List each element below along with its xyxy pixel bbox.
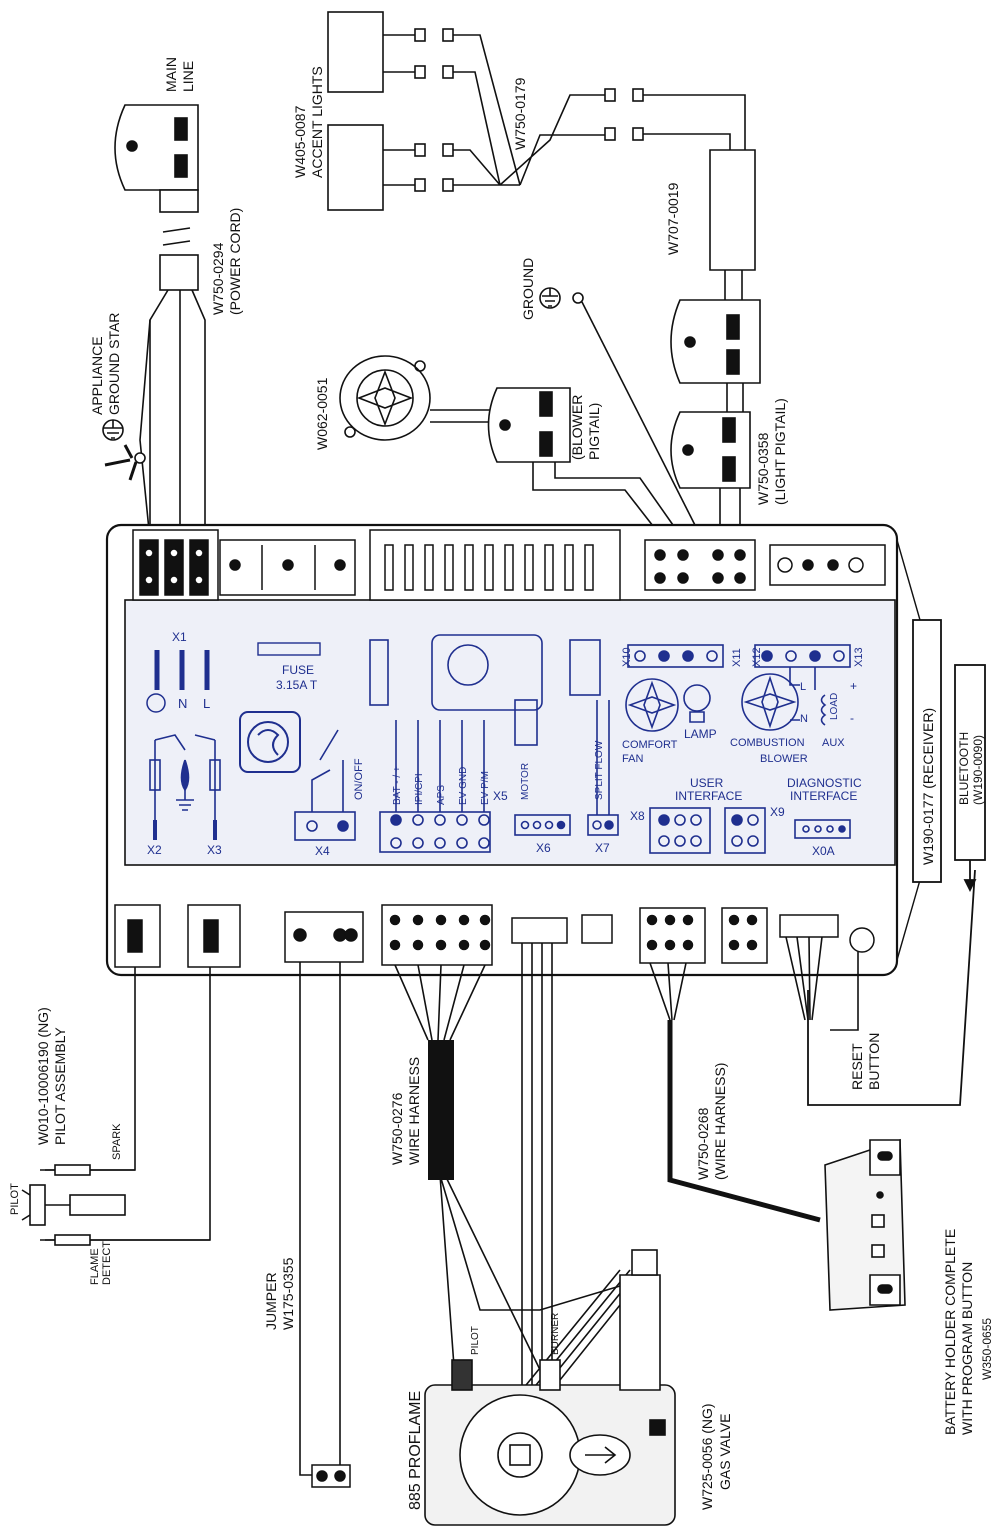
light-pigtail-label: W750-0358(LIGHT PIGTAIL) bbox=[755, 398, 788, 505]
blower-motor bbox=[339, 355, 490, 441]
minus-mark: - bbox=[850, 711, 854, 725]
valve-pilot-label: PILOT bbox=[470, 1326, 481, 1355]
x5-pin-3: APS bbox=[436, 785, 447, 805]
x13-label: X13 bbox=[853, 647, 865, 667]
plus-mark: + bbox=[850, 679, 857, 693]
split-flow-label: SPLIT FLOW bbox=[594, 740, 605, 800]
board-x4 bbox=[294, 729, 356, 841]
board-x7 bbox=[569, 639, 619, 836]
x1-label: X1 bbox=[172, 630, 187, 644]
valve-burner-label: BURNER bbox=[550, 1313, 561, 1355]
x0a-label: X0A bbox=[812, 844, 835, 858]
x1-l: L bbox=[203, 696, 210, 711]
wire-harness-1-label: W750-0276WIRE HARNESS bbox=[389, 1057, 422, 1165]
x1-n: N bbox=[178, 696, 187, 711]
light-pigtail-plug bbox=[670, 383, 751, 535]
x5-pin-5: EV P/M bbox=[480, 771, 491, 805]
blower-pigtail bbox=[487, 387, 681, 536]
x3-label: X3 bbox=[207, 843, 222, 857]
board-x0a bbox=[794, 819, 851, 839]
gas-valve-label: W725-0056 (NG)GAS VALVE bbox=[699, 1403, 733, 1510]
power-cord-label: W750-0294(POWER CORD) bbox=[210, 208, 243, 315]
appliance-ground-label: APPLIANCEGROUND STAR bbox=[89, 313, 122, 415]
blower-motor-label: W062-0051 bbox=[314, 377, 330, 450]
x9-label: X9 bbox=[770, 805, 785, 819]
ground-icon bbox=[539, 287, 701, 536]
bottom-connectors bbox=[114, 904, 875, 968]
board-x10-x13 bbox=[625, 644, 851, 732]
power-cord bbox=[139, 227, 206, 541]
flame-detect-label: FLAMEDETECT bbox=[89, 1241, 113, 1285]
accent-harness-label: W750-0179 bbox=[512, 77, 528, 150]
blower-pigtail-label: (BLOWERPIGTAIL) bbox=[569, 395, 602, 460]
x4-label: X4 bbox=[315, 844, 330, 858]
x11-label: X11 bbox=[731, 648, 743, 667]
motor-label: MOTOR bbox=[520, 763, 531, 800]
main-line-plug bbox=[114, 104, 199, 213]
x7-label: X7 bbox=[595, 841, 610, 855]
aux-label: AUX bbox=[822, 737, 845, 749]
reset-button-label: RESETBUTTON bbox=[849, 1033, 882, 1090]
splitter-label: W707-0019 bbox=[665, 182, 681, 255]
jumper bbox=[311, 1464, 351, 1488]
receiver-module bbox=[807, 619, 986, 1106]
jumper-label: JUMPERW175-0355 bbox=[263, 1257, 296, 1330]
appliance-ground-star bbox=[102, 419, 146, 481]
x6-label: X6 bbox=[536, 841, 551, 855]
board-x1: X1 N L bbox=[146, 630, 210, 713]
battery-holder-label: BATTERY HOLDER COMPLETEWITH PROGRAM BUTT… bbox=[942, 1229, 994, 1435]
wire-harness-bundle bbox=[667, 1020, 821, 1223]
accent-lights-label: W405-0087ACCENT LIGHTS bbox=[292, 66, 325, 178]
ground-label: GROUND bbox=[520, 258, 536, 320]
accent-light-1 bbox=[327, 11, 756, 300]
onoff-label: ON/OFF bbox=[353, 758, 365, 800]
bluetooth-label: BLUETOOTH(W190-0090) bbox=[957, 732, 985, 805]
proflame-label: 885 PROFLAME bbox=[407, 1391, 424, 1510]
harness-sleeve bbox=[428, 1040, 454, 1180]
gas-valve bbox=[424, 1249, 676, 1526]
pilot-label: PILOT bbox=[9, 1183, 21, 1215]
wire-harness-2-label: W750-0268(WIRE HARNESS) bbox=[695, 1063, 728, 1180]
lamp-label: LAMP bbox=[684, 727, 717, 741]
top-connectors bbox=[132, 529, 886, 601]
x5-pin-4: EV GND bbox=[458, 767, 469, 805]
board-x6 bbox=[514, 814, 571, 836]
battery-holder bbox=[824, 1138, 906, 1311]
l-mark: L bbox=[800, 681, 806, 693]
board-x8 bbox=[649, 807, 711, 854]
board-x9 bbox=[724, 807, 766, 854]
light-receptacle bbox=[670, 299, 761, 384]
main-line-label: MAINLINE bbox=[163, 57, 196, 92]
spark-logo bbox=[239, 711, 301, 773]
control-board bbox=[105, 523, 921, 977]
pilot-assembly bbox=[21, 1164, 210, 1246]
x2-label: X2 bbox=[147, 843, 162, 857]
spark-label: SPARK bbox=[111, 1123, 123, 1160]
board-x5 bbox=[369, 634, 543, 853]
board-x2-x3 bbox=[149, 734, 221, 840]
x12-label: X12 bbox=[751, 647, 763, 667]
load-label: LOAD bbox=[829, 693, 840, 720]
x5-pin-2: IPI/CPI bbox=[414, 773, 425, 805]
n-mark: N bbox=[800, 713, 808, 725]
x10-label: X10 bbox=[621, 647, 633, 667]
receiver-label: W190-0177 (RECEIVER) bbox=[920, 708, 936, 865]
x5-pin-1: BAT - / + bbox=[392, 766, 403, 805]
x8-label: X8 bbox=[630, 809, 645, 823]
pilot-assembly-label: W010-10006190 (NG)PILOT ASSEMBLY bbox=[35, 1007, 68, 1145]
x5-label: X5 bbox=[493, 789, 508, 803]
